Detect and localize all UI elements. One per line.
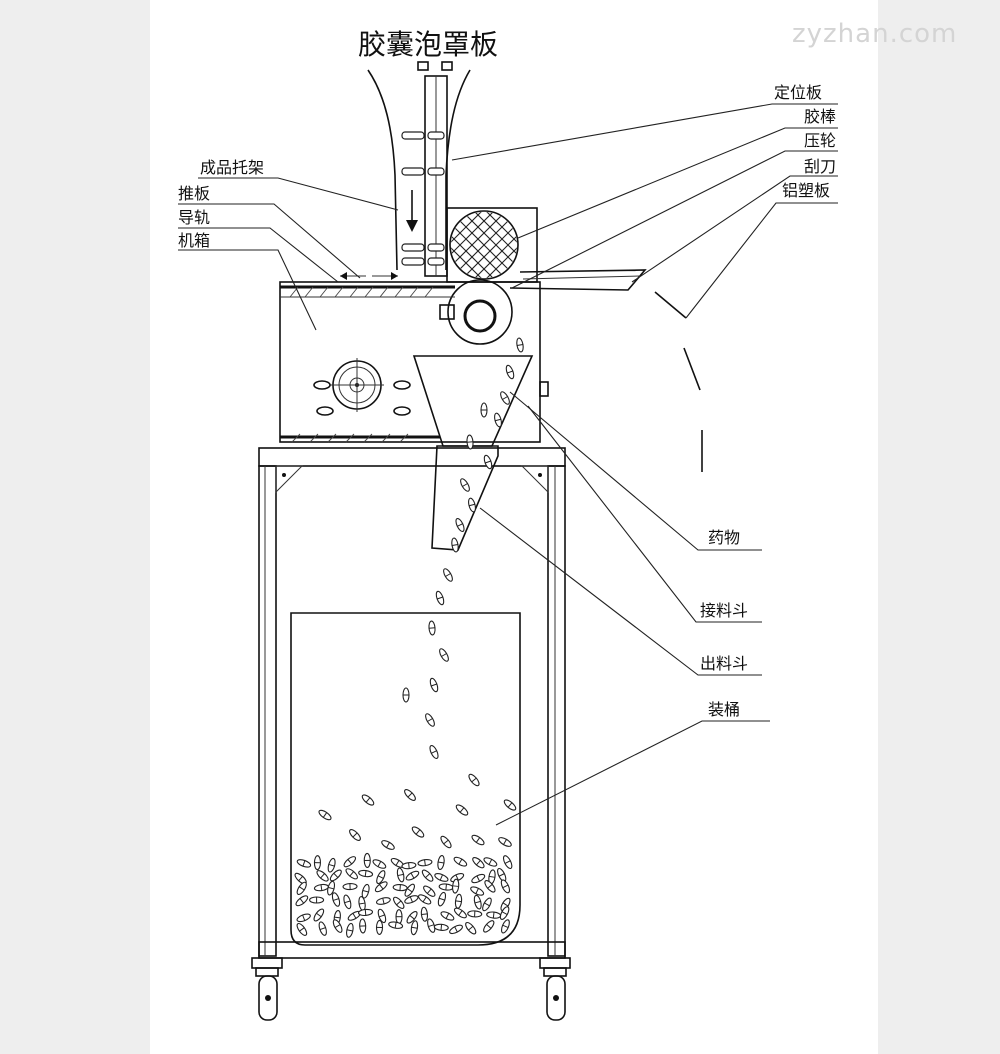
capsule-band	[429, 628, 435, 629]
capsule-band	[493, 912, 494, 918]
label-press-wheel: 压轮	[804, 131, 836, 150]
label-receiving-hopper: 接料斗	[700, 601, 748, 620]
label-guide-rail: 导轨	[178, 208, 210, 227]
label-cabinet: 机箱	[178, 231, 210, 250]
label-bucket: 装桶	[708, 700, 740, 719]
capsule-band	[467, 442, 473, 443]
label-discharge-hopper: 出料斗	[700, 654, 748, 673]
capsule-band	[421, 914, 427, 915]
label-rubber-roller: 胶棒	[804, 107, 836, 126]
label-scraper: 刮刀	[804, 157, 836, 176]
capsule-band	[365, 909, 366, 915]
label-product-rack: 成品托架	[200, 158, 264, 177]
label-medicine: 药物	[708, 528, 740, 547]
watermark-text: zyzhan.com	[792, 19, 957, 49]
capsule-band	[446, 884, 447, 890]
label-positioning-plate: 定位板	[774, 83, 822, 102]
capsule-band	[453, 886, 459, 887]
label-push-plate: 推板	[178, 184, 210, 203]
label-aluminum-plastic-plate: 铝塑板	[782, 181, 830, 200]
capsule-band	[409, 863, 410, 869]
capsule-band	[441, 924, 442, 930]
diagram-title: 胶囊泡罩板	[358, 28, 498, 61]
